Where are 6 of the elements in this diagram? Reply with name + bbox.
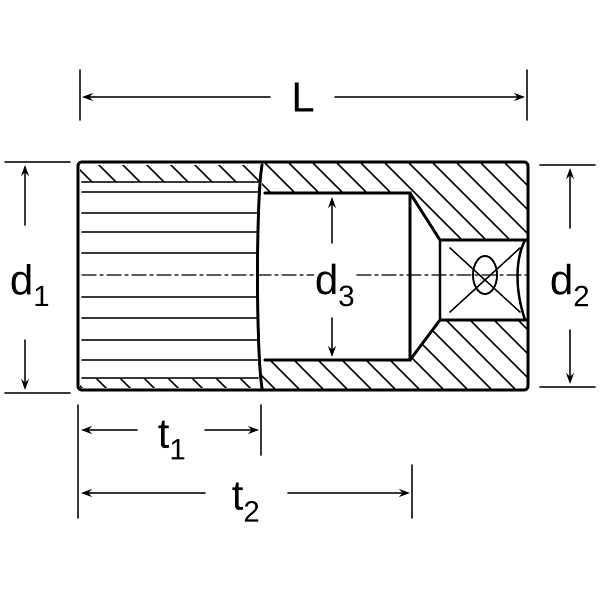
dimension-label: t$_{2}$ (230, 481, 262, 523)
dimension-label: d$_{3}$ (314, 262, 356, 308)
dimension-label: d$_{2}$ (548, 262, 592, 308)
dimension-label: d$_{1}$ (8, 262, 52, 308)
dimension-label: L (290, 82, 316, 112)
dimension-label: t$_{1}$ (156, 420, 188, 460)
